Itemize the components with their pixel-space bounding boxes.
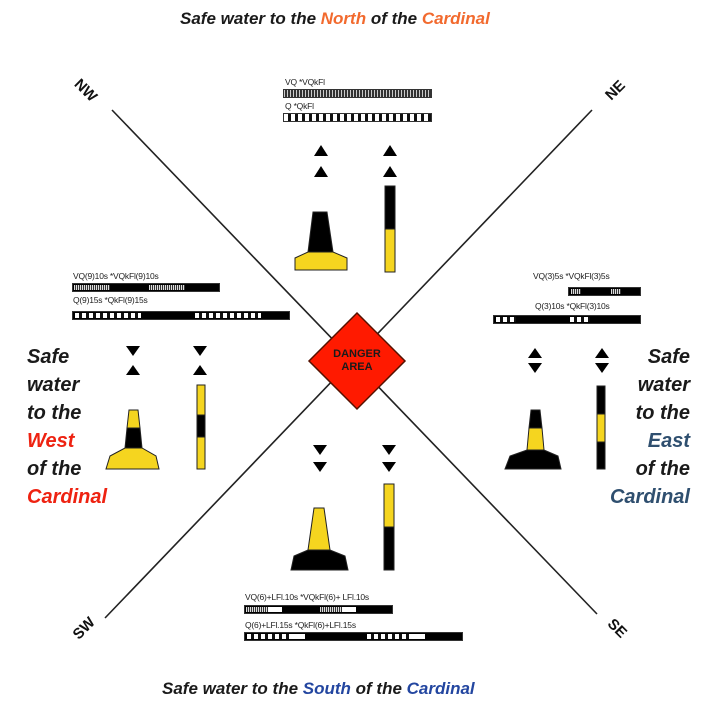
west-q-label: Q(9)15s *QkFl(9)15s bbox=[73, 295, 148, 305]
north-title: Safe water to the North of the Cardinal bbox=[180, 9, 490, 28]
west-vq-bar bbox=[72, 283, 220, 292]
west-topmarks bbox=[126, 346, 207, 375]
danger-area-label: DANGER AREA bbox=[333, 348, 381, 373]
east-vq-bar bbox=[568, 287, 641, 296]
danger-diamond bbox=[307, 311, 407, 411]
east-q-label: Q(3)10s *QkFl(3)10s bbox=[535, 301, 610, 311]
north-spar-buoy-topmark bbox=[314, 145, 397, 177]
north-q-bar bbox=[283, 113, 432, 122]
west-vq-label: VQ(9)10s *VQkFl(9)10s bbox=[73, 271, 159, 281]
south-title: Safe water to the South of the Cardinal bbox=[162, 679, 475, 698]
west-q-bar bbox=[72, 311, 290, 320]
south-pillar-buoy bbox=[290, 507, 349, 571]
east-topmarks bbox=[528, 348, 609, 373]
west-spar-buoy bbox=[196, 384, 206, 470]
south-q-bar bbox=[244, 632, 463, 641]
south-q-label: Q(6)+LFl.15s *QkFl(6)+LFl.15s bbox=[245, 620, 356, 630]
east-vq-label: VQ(3)5s *VQkFl(3)5s bbox=[533, 271, 610, 281]
west-side-label: Safe water to the West of the Cardinal bbox=[27, 346, 108, 508]
south-topmarks bbox=[313, 445, 396, 472]
south-spar-buoy bbox=[383, 483, 395, 571]
north-vq-bar bbox=[283, 89, 432, 98]
south-vq-bar bbox=[244, 605, 393, 614]
east-side-label: Safe water to the East of the Cardinal bbox=[609, 346, 690, 508]
north-spar-buoy bbox=[384, 185, 396, 273]
north-vq-label: VQ *VQkFl bbox=[285, 77, 325, 87]
east-pillar-buoy bbox=[504, 409, 562, 470]
west-pillar-buoy bbox=[105, 409, 160, 470]
south-vq-label: VQ(6)+LFl.10s *VQkFl(6)+ LFl.10s bbox=[245, 592, 369, 602]
east-q-bar bbox=[493, 315, 641, 324]
north-q-label: Q *QkFl bbox=[285, 101, 314, 111]
north-pillar-buoy bbox=[294, 211, 348, 271]
east-spar-buoy bbox=[596, 385, 606, 470]
